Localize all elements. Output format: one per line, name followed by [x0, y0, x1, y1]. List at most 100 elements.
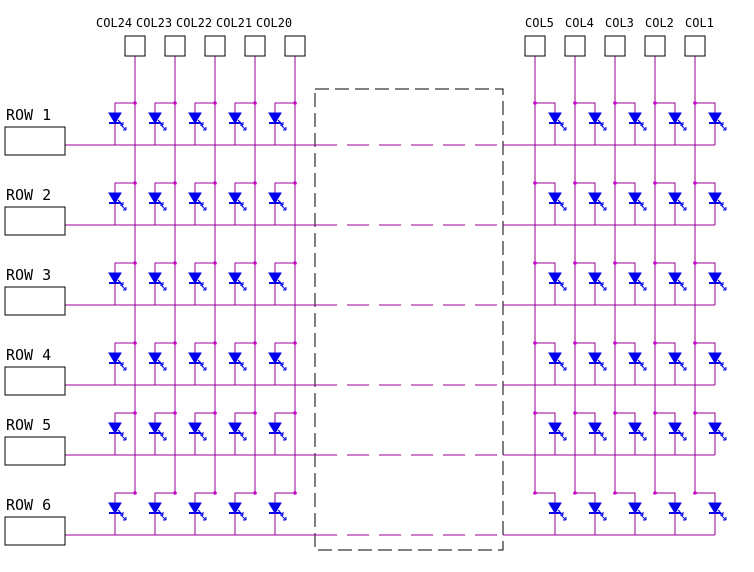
led-branch-wire: [274, 412, 295, 423]
row-terminal-box[interactable]: [4, 516, 66, 546]
led-branch-wire: [114, 262, 135, 273]
led-diode-icon: [693, 101, 727, 145]
junction-dot: [573, 341, 577, 345]
led-light-arrow: [640, 514, 647, 521]
led-diode-icon: [693, 181, 727, 225]
column-terminal-box[interactable]: [204, 35, 226, 57]
led-diode-icon: [613, 181, 647, 225]
led-branch-wire: [655, 262, 676, 273]
junction-dot: [573, 411, 577, 415]
led-branch-wire: [575, 342, 596, 353]
led-diode-icon: [533, 491, 567, 535]
junction-dot: [213, 341, 217, 345]
led-light-arrow: [720, 514, 727, 521]
led-light-arrow: [160, 124, 167, 131]
led-triangle: [188, 502, 202, 514]
led-branch-wire: [695, 262, 716, 273]
led-branch-wire: [194, 262, 215, 273]
column-label: COL4: [565, 16, 594, 30]
junction-dot: [693, 411, 697, 415]
row-terminal-box[interactable]: [4, 286, 66, 316]
led-light-arrow: [280, 434, 287, 441]
led-triangle: [228, 192, 242, 204]
junction-dot: [133, 261, 137, 265]
column-terminal-box[interactable]: [164, 35, 186, 57]
led-light-arrow: [640, 364, 647, 371]
junction-dot: [213, 181, 217, 185]
junction-dot: [293, 181, 297, 185]
led-light-arrow: [240, 204, 247, 211]
led-triangle: [228, 352, 242, 364]
junction-dot: [693, 341, 697, 345]
led-triangle: [108, 272, 122, 284]
junction-dot: [653, 411, 657, 415]
junction-dot: [653, 181, 657, 185]
led-branch-wire: [194, 342, 215, 353]
led-branch-wire: [575, 102, 596, 113]
junction-dot: [533, 261, 537, 265]
led-diode-icon: [653, 181, 687, 225]
led-branch-wire: [274, 182, 295, 193]
led-light-arrow: [640, 124, 647, 131]
junction-dot: [213, 411, 217, 415]
junction-dot: [133, 181, 137, 185]
column-terminal-box[interactable]: [124, 35, 146, 57]
led-light-arrow: [560, 284, 567, 291]
led-triangle: [108, 422, 122, 434]
led-triangle: [668, 272, 682, 284]
led-branch-wire: [655, 102, 676, 113]
junction-dot: [173, 101, 177, 105]
led-diode-icon: [188, 411, 217, 455]
led-light-arrow: [200, 434, 207, 441]
junction-dot: [653, 491, 657, 495]
column-terminal-box[interactable]: [524, 35, 546, 57]
column-label: COL24: [96, 16, 132, 30]
background-layer: [314, 88, 504, 551]
row-label: ROW 2: [6, 186, 51, 204]
led-light-arrow: [160, 434, 167, 441]
led-diode-icon: [148, 411, 177, 455]
column-terminal-box[interactable]: [604, 35, 626, 57]
column-terminal-box[interactable]: [284, 35, 306, 57]
led-triangle: [548, 272, 562, 284]
column-terminal-box[interactable]: [244, 35, 266, 57]
column-terminal-box[interactable]: [684, 35, 706, 57]
led-triangle: [548, 112, 562, 124]
led-branch-wire: [234, 262, 255, 273]
column-terminal-box[interactable]: [644, 35, 666, 57]
junction-dot: [253, 341, 257, 345]
led-branch-wire: [535, 412, 556, 423]
led-diode-icon: [188, 181, 217, 225]
led-diode-icon: [268, 181, 297, 225]
led-triangle: [708, 422, 722, 434]
row-terminal-box[interactable]: [4, 436, 66, 466]
row-terminal-box[interactable]: [4, 206, 66, 236]
junction-dot: [653, 341, 657, 345]
led-diode-icon: [653, 101, 687, 145]
junction-dot: [213, 101, 217, 105]
junction-dot: [213, 261, 217, 265]
junction-dot: [133, 101, 137, 105]
terminal-layer: [4, 35, 706, 546]
led-triangle: [268, 112, 282, 124]
column-terminal-box[interactable]: [564, 35, 586, 57]
led-light-arrow: [240, 364, 247, 371]
led-triangle: [228, 422, 242, 434]
led-light-arrow: [640, 434, 647, 441]
row-label: ROW 4: [6, 346, 51, 364]
led-branch-wire: [154, 412, 175, 423]
led-triangle: [108, 112, 122, 124]
led-branch-wire: [615, 342, 636, 353]
led-branch-wire: [695, 492, 716, 503]
led-diode-icon: [573, 411, 607, 455]
led-light-arrow: [160, 284, 167, 291]
row-label: ROW 3: [6, 266, 51, 284]
led-diode-icon: [148, 491, 177, 535]
row-terminal-box[interactable]: [4, 366, 66, 396]
led-light-arrow: [640, 284, 647, 291]
row-terminal-box[interactable]: [4, 126, 66, 156]
led-triangle: [708, 502, 722, 514]
led-triangle: [188, 192, 202, 204]
led-branch-wire: [194, 492, 215, 503]
